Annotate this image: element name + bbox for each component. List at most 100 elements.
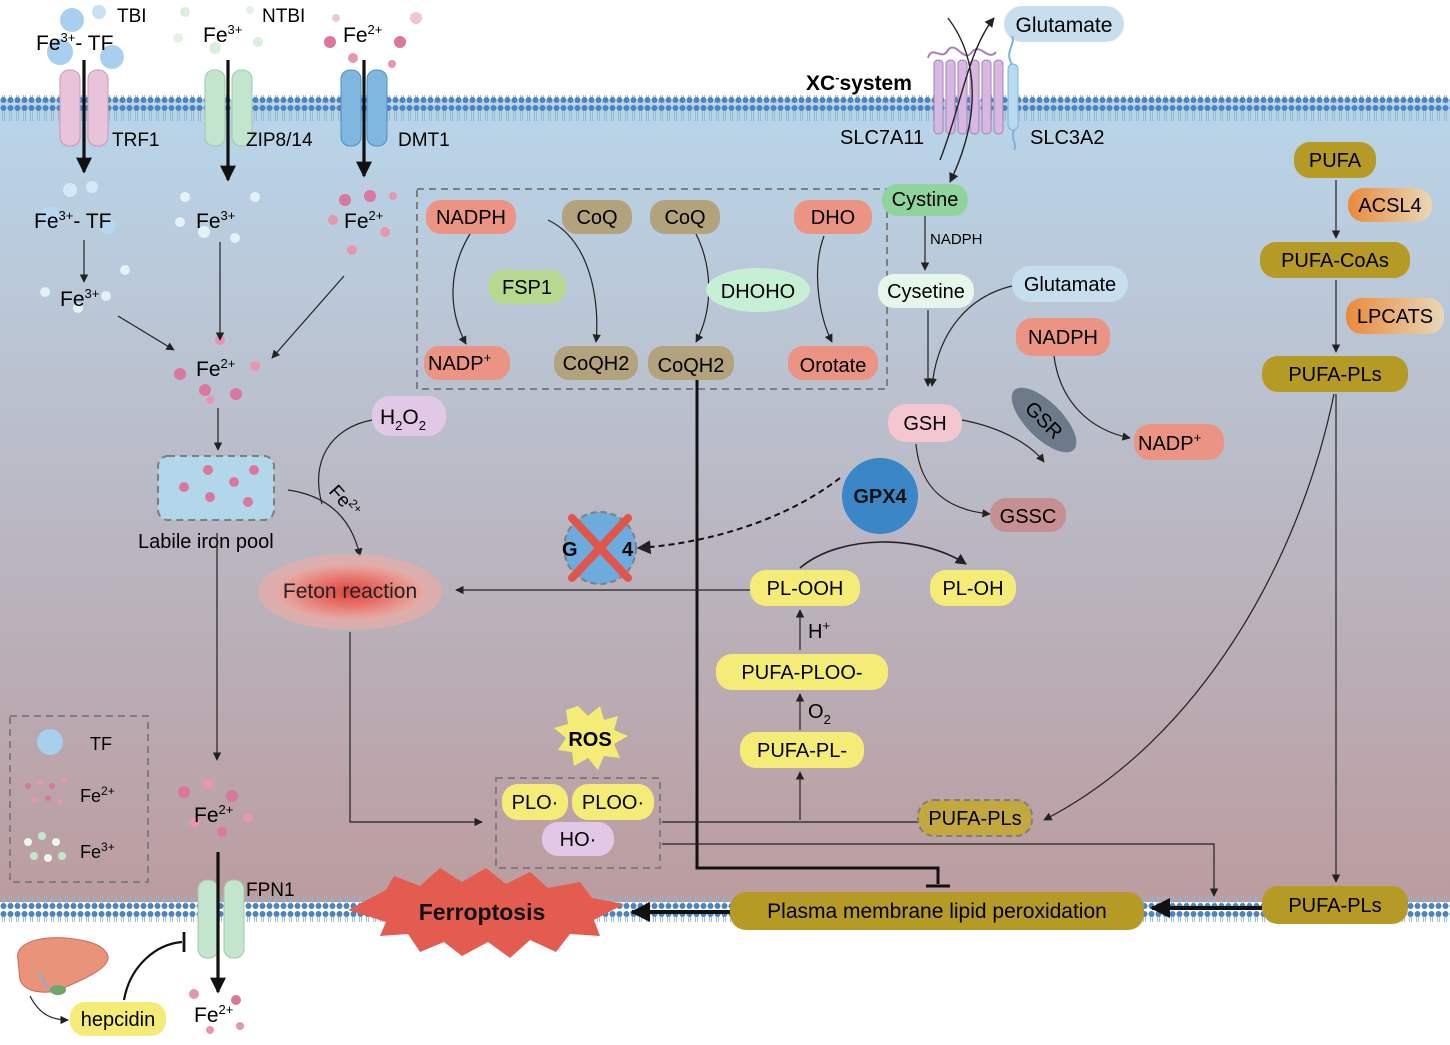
slc3a2-transporter: [1007, 35, 1019, 151]
trf1-transporter: [59, 69, 109, 147]
plo-pill: [502, 784, 568, 820]
iron-dots-outside: [47, 5, 422, 69]
pufa-coas-label: PUFA-CoAs: [1281, 250, 1389, 272]
iron-dots-export: [178, 778, 253, 837]
gsh-label: GSH: [903, 413, 946, 435]
pufa-pls-3-pill: [1262, 886, 1408, 924]
h2o2-label: H2O2: [380, 406, 426, 433]
lipid-peroxidation-pill: [730, 892, 1144, 930]
labile-iron-pool: [157, 455, 275, 521]
fsp1-pill: [488, 270, 566, 304]
pufa-pls-1-pill: [1262, 356, 1408, 392]
pl-ooh-label: PL-OOH: [767, 578, 844, 600]
ros-burst-icon: [554, 706, 628, 770]
legend-fe2-label: Fe2+: [80, 784, 115, 806]
xc-system-label: XC-system: [806, 70, 912, 95]
nadph-fsp1-pill: [426, 200, 516, 234]
pufa-pls-3-label: PUFA-PLs: [1288, 895, 1381, 917]
ho-label: HO·: [560, 829, 597, 851]
coqh2-2-pill: [648, 346, 734, 380]
glutamate-outside-label: Glutamate: [1016, 14, 1113, 37]
lpcats-label: LPCATS: [1357, 306, 1433, 328]
svg-text:4: 4: [622, 539, 634, 561]
legend-fe3-label: Fe3+: [80, 840, 115, 862]
legend: [9, 715, 149, 883]
coq-1-label: CoQ: [576, 207, 617, 229]
iron-dots-released: [189, 989, 244, 1034]
coqh2-1-label: CoQH2: [563, 353, 630, 375]
pufa-pill: [1294, 142, 1376, 178]
slc7a11-transporter: [927, 46, 1004, 135]
iron-dots-inside: [40, 181, 397, 404]
fe3-tf-inside-label: Fe3+- TF: [34, 208, 111, 233]
fe3-tf-outside-label: Fe3+- TF: [36, 30, 113, 55]
acsl4-label: ACSL4: [1358, 195, 1421, 217]
cysteine-label: Cysetine: [887, 281, 965, 303]
dho-label: DHO: [811, 207, 855, 229]
gpx4-label: GPX4: [853, 486, 907, 508]
gpx4-circle: [842, 458, 918, 534]
dhoho-label: DHOHO: [721, 281, 795, 303]
labile-iron-pool-label: Labile iron pool: [138, 531, 274, 553]
pufa-ploo-pill: [716, 654, 888, 690]
fe3-free-label: Fe3+: [60, 286, 99, 311]
coq-1-pill: [562, 200, 632, 234]
ho-pill: [542, 822, 614, 856]
pufa-pl-pill: [740, 732, 864, 768]
ferroptosis-label: Ferroptosis: [419, 899, 546, 925]
nadp-xc-pill: [1134, 424, 1224, 460]
pufa-pls-2-pill: [917, 799, 1033, 837]
gssc-pill: [990, 498, 1066, 532]
lpcats-pill: [1346, 298, 1444, 334]
o2-label: O2: [808, 701, 831, 727]
slc7a11-label: SLC7A11: [840, 127, 924, 149]
fsp1-label: FSP1: [502, 277, 552, 299]
plo-label: PLO·: [512, 792, 559, 814]
dmt1-transporter: [340, 69, 388, 147]
pl-oh-label: PL-OH: [942, 578, 1003, 600]
glutamate-inside-label: Glutamate: [1024, 274, 1116, 296]
ferroptosis-burst-icon: [348, 868, 624, 958]
gsh-pill: [888, 404, 962, 442]
cystine-pill: [882, 184, 968, 216]
h-plus-label: H+: [808, 618, 830, 643]
pl-oh-pill: [930, 570, 1016, 606]
pufa-pl-label: PUFA-PL-: [757, 740, 847, 762]
nadph-small-label: NADPH: [930, 231, 983, 248]
coq-2-pill: [650, 200, 720, 234]
fe3-outside-label: Fe3+: [203, 22, 242, 47]
liver-icon: [17, 937, 109, 995]
legend-tf-swatch: [37, 729, 63, 755]
nadp-fsp1-pill: [424, 346, 510, 380]
fe2-export-label: Fe2+: [194, 802, 233, 827]
coqh2-1-pill: [554, 346, 638, 380]
hepcidin-pill: [70, 1002, 166, 1036]
pufa-pls-2-label: PUFA-PLs: [928, 808, 1021, 830]
h2o2-pill: [372, 396, 446, 436]
coq-2-label: CoQ: [664, 207, 705, 229]
fpn1-label: FPN1: [246, 880, 295, 901]
nadph-fsp1-label: NADPH: [436, 207, 506, 229]
fenton-reaction-glow: [258, 554, 442, 630]
cysteine-pill: [878, 274, 974, 308]
tbi-label: TBI: [117, 6, 147, 27]
gsr-pill: [1011, 387, 1077, 453]
legend-tf-label: TF: [90, 734, 112, 754]
pl-ooh-pill: [750, 570, 860, 606]
ploo-pill: [572, 784, 654, 820]
acsl4-pill: [1348, 188, 1432, 222]
cystine-label: Cystine: [892, 189, 959, 211]
nadp-xc-label: NADP+: [1138, 430, 1201, 455]
trf1-label: TRF1: [112, 130, 160, 151]
orotate-label: Orotate: [800, 355, 867, 377]
glutamate-inside-pill: [1012, 266, 1128, 302]
ploo-label: PLOO·: [582, 792, 644, 814]
dhoho-pill: [706, 268, 810, 312]
dho-pill: [794, 200, 872, 234]
lipid-peroxidation-label: Plasma membrane lipid peroxidation: [767, 900, 1107, 923]
hepcidin-label: hepcidin: [81, 1009, 156, 1031]
orotate-pill: [788, 346, 878, 380]
ros-label: ROS: [568, 729, 611, 751]
